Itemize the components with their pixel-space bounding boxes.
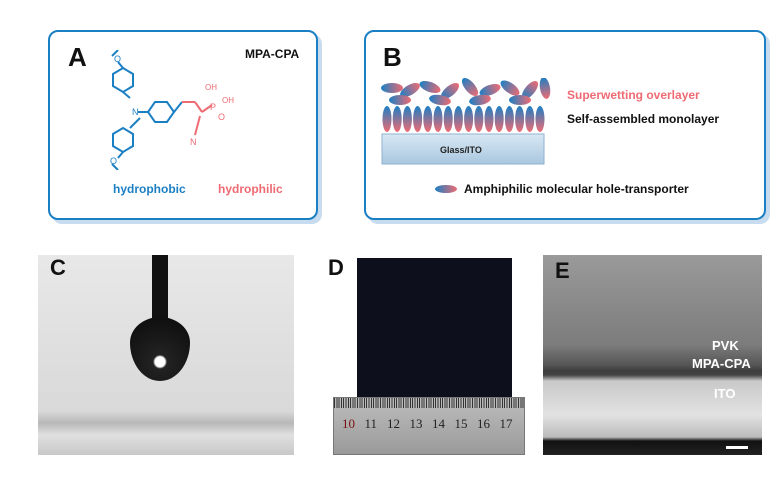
ruler-number: 11 — [364, 416, 378, 431]
atom-o: O — [114, 54, 121, 64]
sam-molecule — [423, 106, 433, 132]
sam-molecule — [515, 106, 525, 132]
sam-molecule — [382, 106, 392, 132]
sam-molecule — [494, 106, 504, 132]
sam-molecule — [504, 106, 514, 132]
sam-molecule — [525, 106, 535, 132]
sam-molecule — [484, 106, 494, 132]
film-sample — [357, 258, 512, 408]
hydrophobic-label: hydrophobic — [113, 182, 186, 196]
monolayer-diagram: Glass/ITO — [381, 78, 551, 165]
panel-d-label: D — [328, 255, 344, 280]
atom-p: P — [210, 102, 216, 112]
panel-a — [48, 30, 318, 220]
sem-cross-section — [543, 255, 762, 455]
atom-o: O — [110, 156, 117, 166]
ruler-number: 17 — [499, 416, 513, 431]
panel-b-label: B — [383, 42, 402, 72]
atom-oh: OH — [222, 96, 234, 105]
legend-label: Amphiphilic molecular hole-transporter — [464, 182, 689, 196]
atom-o: O — [218, 112, 225, 122]
sam-molecule — [392, 106, 402, 132]
droplet — [130, 317, 190, 381]
sam-molecule — [433, 106, 443, 132]
molecule-name: MPA-CPA — [245, 47, 300, 61]
layer-ito: ITO — [714, 386, 736, 401]
sam-molecule — [535, 106, 545, 132]
overlayer-label: Superwetting overlayer — [567, 88, 700, 102]
sam-molecule — [413, 106, 423, 132]
panel-a-label: A — [68, 42, 87, 72]
layer-mpa-cpa: MPA-CPA — [692, 356, 751, 371]
amphiphilic-molecule-icon — [435, 185, 457, 193]
sam-molecule — [474, 106, 484, 132]
ruler-number: 13 — [409, 416, 423, 431]
ruler-number: 14 — [432, 416, 445, 431]
molecule-structure: O N O P OH OH O N — [110, 50, 234, 170]
sam-molecule — [464, 106, 474, 132]
monolayer-label: Self-assembled monolayer — [567, 112, 720, 126]
sam-molecule — [402, 106, 412, 132]
sam-molecule — [453, 106, 463, 132]
panel-e-label: E — [555, 258, 570, 283]
ruler-number: 15 — [454, 416, 468, 431]
ruler-number: 16 — [477, 416, 490, 431]
sam-molecule — [443, 106, 453, 132]
layer-pvk: PVK — [712, 338, 739, 353]
panel-c-label: C — [50, 255, 66, 280]
atom-n: N — [132, 107, 139, 117]
needle — [152, 255, 168, 335]
droplet-photo — [38, 255, 294, 455]
hydrophilic-label: hydrophilic — [218, 182, 283, 196]
atom-n: N — [190, 137, 197, 147]
panel-b — [364, 30, 766, 220]
ruler: 10 11 12 13 14 15 16 17 — [333, 397, 525, 455]
ruler-number: 12 — [387, 416, 400, 431]
ruler-number: 10 — [342, 416, 355, 431]
substrate-label: Glass/ITO — [440, 145, 482, 155]
scale-bar — [726, 446, 748, 449]
atom-oh: OH — [205, 83, 217, 92]
